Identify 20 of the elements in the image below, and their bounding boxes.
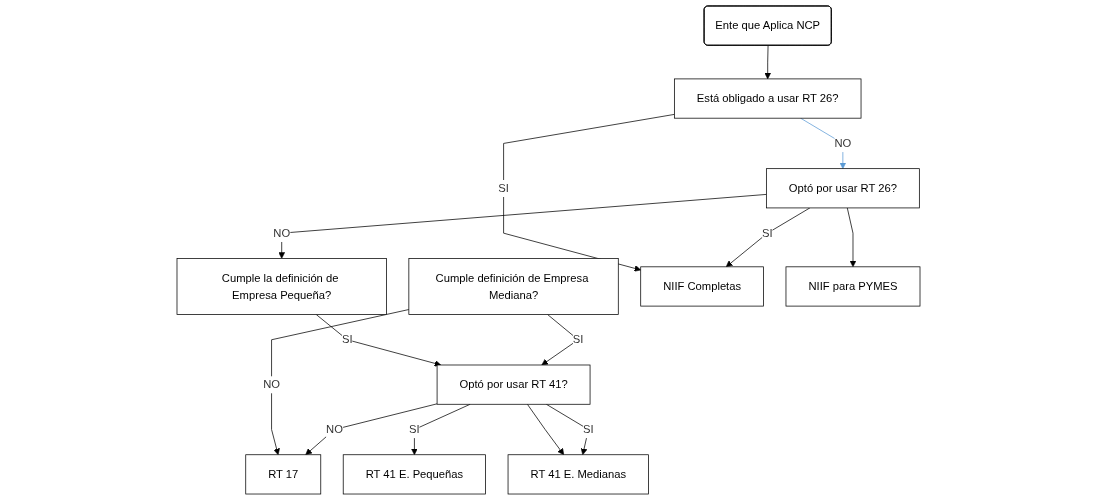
node-box: RT 17: [245, 454, 322, 495]
edge-label: SI: [583, 422, 594, 436]
edge-label: NO: [263, 377, 280, 391]
edge-label: NO: [834, 136, 852, 150]
node-box: Optó por usar RT 26?: [766, 168, 920, 209]
edge-label: SI: [572, 332, 584, 346]
node-box: Está obligado a usar RT 26?: [674, 78, 862, 119]
node-box: Cumple la definición de Empresa Pequeña?: [176, 258, 387, 315]
node-box: NIIF Completas: [640, 266, 764, 307]
node-box: Optó por usar RT 41?: [436, 364, 591, 405]
edge-label: NO: [326, 422, 343, 436]
node-box: RT 41 E. Medianas: [507, 454, 649, 495]
edge-label: SI: [341, 332, 353, 346]
node-box: NIIF para PYMES: [785, 266, 921, 307]
edge-label: SI: [762, 226, 773, 239]
edge-label: SI: [409, 422, 420, 436]
node-box: RT 41 E. Pequeñas: [342, 454, 486, 495]
node-box: Cumple definición de Empresa Mediana?: [408, 258, 619, 315]
edge-label: NO: [273, 226, 291, 239]
edge-label: SI: [498, 181, 509, 195]
